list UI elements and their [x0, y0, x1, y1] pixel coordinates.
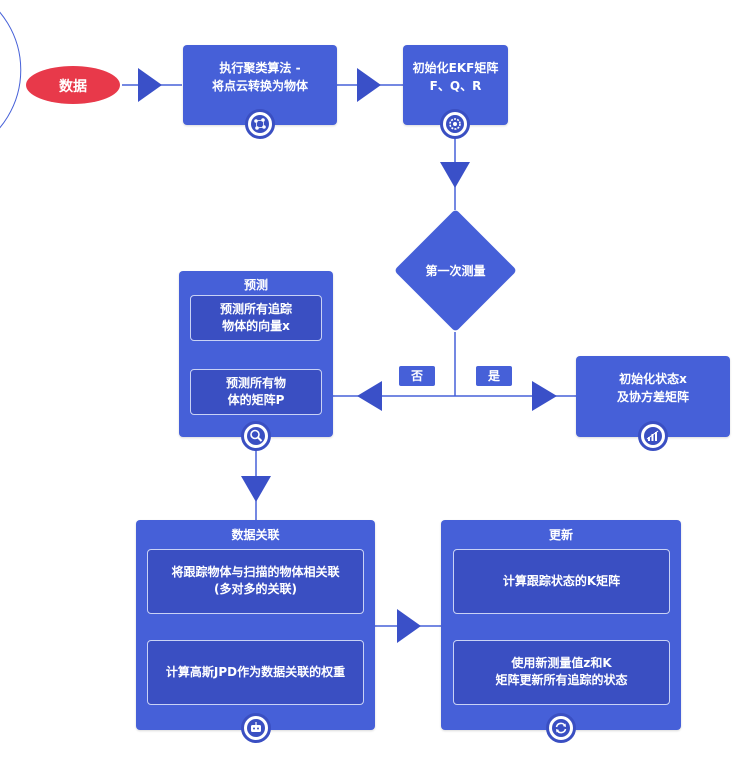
arrowhead: [138, 68, 162, 102]
arrowhead: [357, 68, 381, 102]
association-title: 数据关联: [231, 528, 280, 542]
predict-group: 预测 预测所有追踪 物体的向量x 预测所有物 体的矩阵P: [179, 271, 333, 451]
init-ekf-step: 初始化EKF矩阵 F、Q、R: [403, 45, 508, 139]
association-step-2: 计算高斯JPD作为数据关联的权重: [147, 640, 364, 705]
init-state-step: 初始化状态x 及协方差矩阵: [576, 356, 730, 451]
update-title: 更新: [548, 528, 573, 542]
cluster-line1: 执行聚类算法 -: [219, 61, 301, 75]
decorative-arc: [0, 11, 22, 129]
arrowhead: [241, 476, 271, 502]
update-step-2: 使用新测量值z和K 矩阵更新所有追踪的状态: [453, 640, 670, 705]
arrowhead: [397, 609, 421, 643]
update-step1-line1: 计算跟踪状态的K矩阵: [502, 574, 621, 588]
predict-step-1: 预测所有追踪 物体的向量x: [190, 295, 322, 341]
init-state-line2: 及协方差矩阵: [616, 390, 689, 404]
cluster-step: 执行聚类算法 - 将点云转换为物体: [183, 45, 337, 139]
association-step-1: 将跟踪物体与扫描的物体相关联 (多对多的关联): [147, 549, 364, 614]
association-step1-line1: 将跟踪物体与扫描的物体相关联: [171, 565, 340, 579]
update-step-1: 计算跟踪状态的K矩阵: [453, 549, 670, 614]
refresh-icon: [546, 713, 576, 743]
network-icon: [245, 109, 275, 139]
association-step1-line2: (多对多的关联): [214, 582, 297, 596]
update-step2-line2: 矩阵更新所有追踪的状态: [495, 673, 628, 687]
predict-title: 预测: [243, 278, 268, 292]
update-group: 更新 计算跟踪状态的K矩阵 使用新测量值z和K 矩阵更新所有追踪的状态: [441, 520, 681, 743]
arrowhead: [440, 162, 470, 188]
chart-icon: [638, 421, 668, 451]
no-label: 否: [399, 366, 435, 386]
predict-step1-line1: 预测所有追踪: [219, 302, 292, 316]
cluster-line2: 将点云转换为物体: [211, 79, 308, 93]
init-ekf-line2: F、Q、R: [429, 79, 482, 93]
start-label: 数据: [59, 79, 87, 95]
robot-icon: [241, 713, 271, 743]
association-group: 数据关联 将跟踪物体与扫描的物体相关联 (多对多的关联) 计算高斯JPD作为数据…: [136, 520, 375, 743]
predict-step2-line1: 预测所有物: [225, 376, 286, 390]
init-ekf-line1: 初始化EKF矩阵: [412, 61, 499, 75]
update-step2-line1: 使用新测量值z和K: [511, 656, 612, 670]
association-step2-line1: 计算高斯JPD作为数据关联的权重: [165, 665, 346, 679]
init-state-line1: 初始化状态x: [619, 372, 687, 386]
arrowhead: [532, 381, 557, 411]
magnifier-icon: [241, 421, 271, 451]
gear-icon: [440, 109, 470, 139]
predict-step-2: 预测所有物 体的矩阵P: [190, 369, 322, 415]
yes-label: 是: [476, 366, 512, 386]
arrowhead: [357, 381, 382, 411]
predict-step1-line2: 物体的向量x: [222, 319, 290, 333]
decision-label: 第一次测量: [425, 264, 486, 278]
start-node: 数据: [26, 66, 120, 104]
predict-step2-line2: 体的矩阵P: [227, 393, 285, 407]
